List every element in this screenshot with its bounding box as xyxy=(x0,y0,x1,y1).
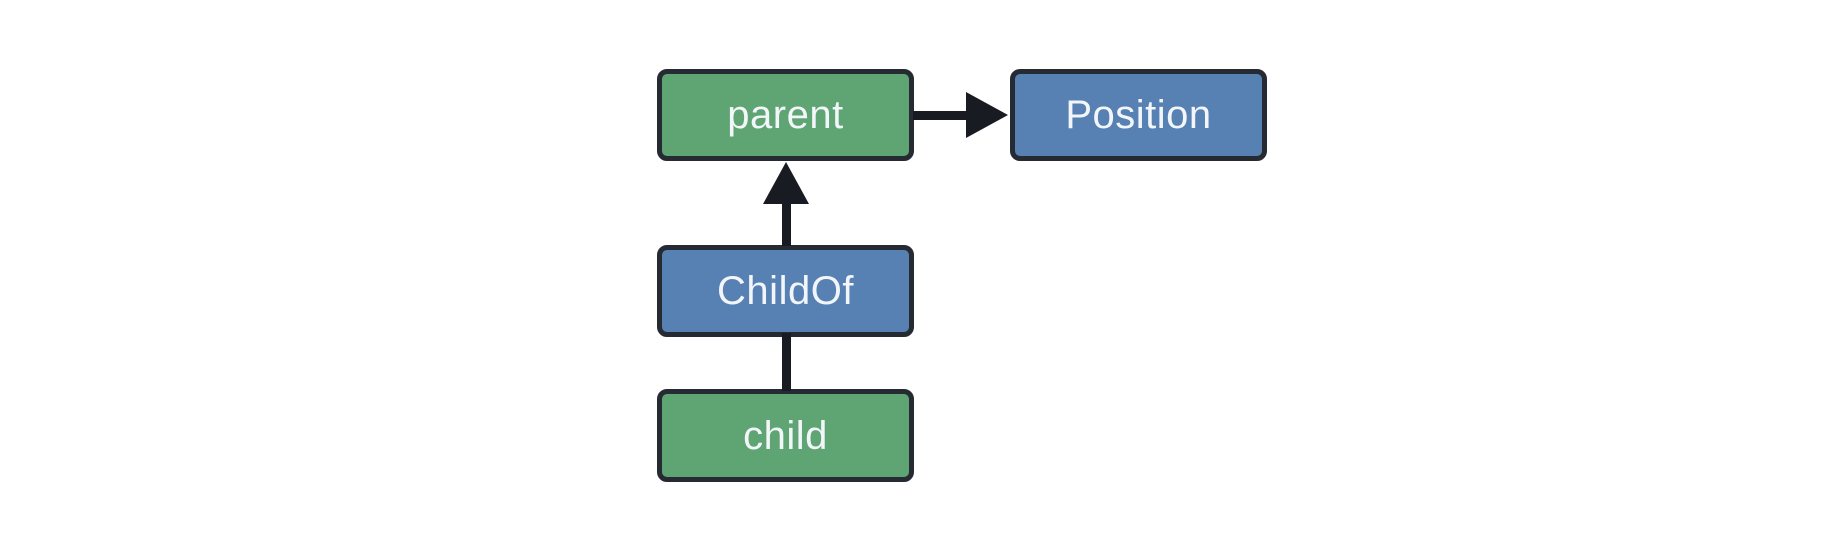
node-position-label: Position xyxy=(1065,93,1212,137)
node-child: child xyxy=(657,389,914,482)
node-child-label: child xyxy=(743,413,828,458)
node-parent-label: parent xyxy=(727,93,844,137)
node-parent: parent xyxy=(657,69,914,161)
node-childof: ChildOf xyxy=(657,245,914,337)
edge-child-to-childof-line xyxy=(782,333,791,391)
arrowhead-right-icon xyxy=(966,92,1008,138)
edge-parent-to-position-line xyxy=(913,111,973,120)
edge-childof-to-parent-line xyxy=(782,196,791,246)
node-position: Position xyxy=(1010,69,1267,161)
node-childof-label: ChildOf xyxy=(717,269,854,313)
